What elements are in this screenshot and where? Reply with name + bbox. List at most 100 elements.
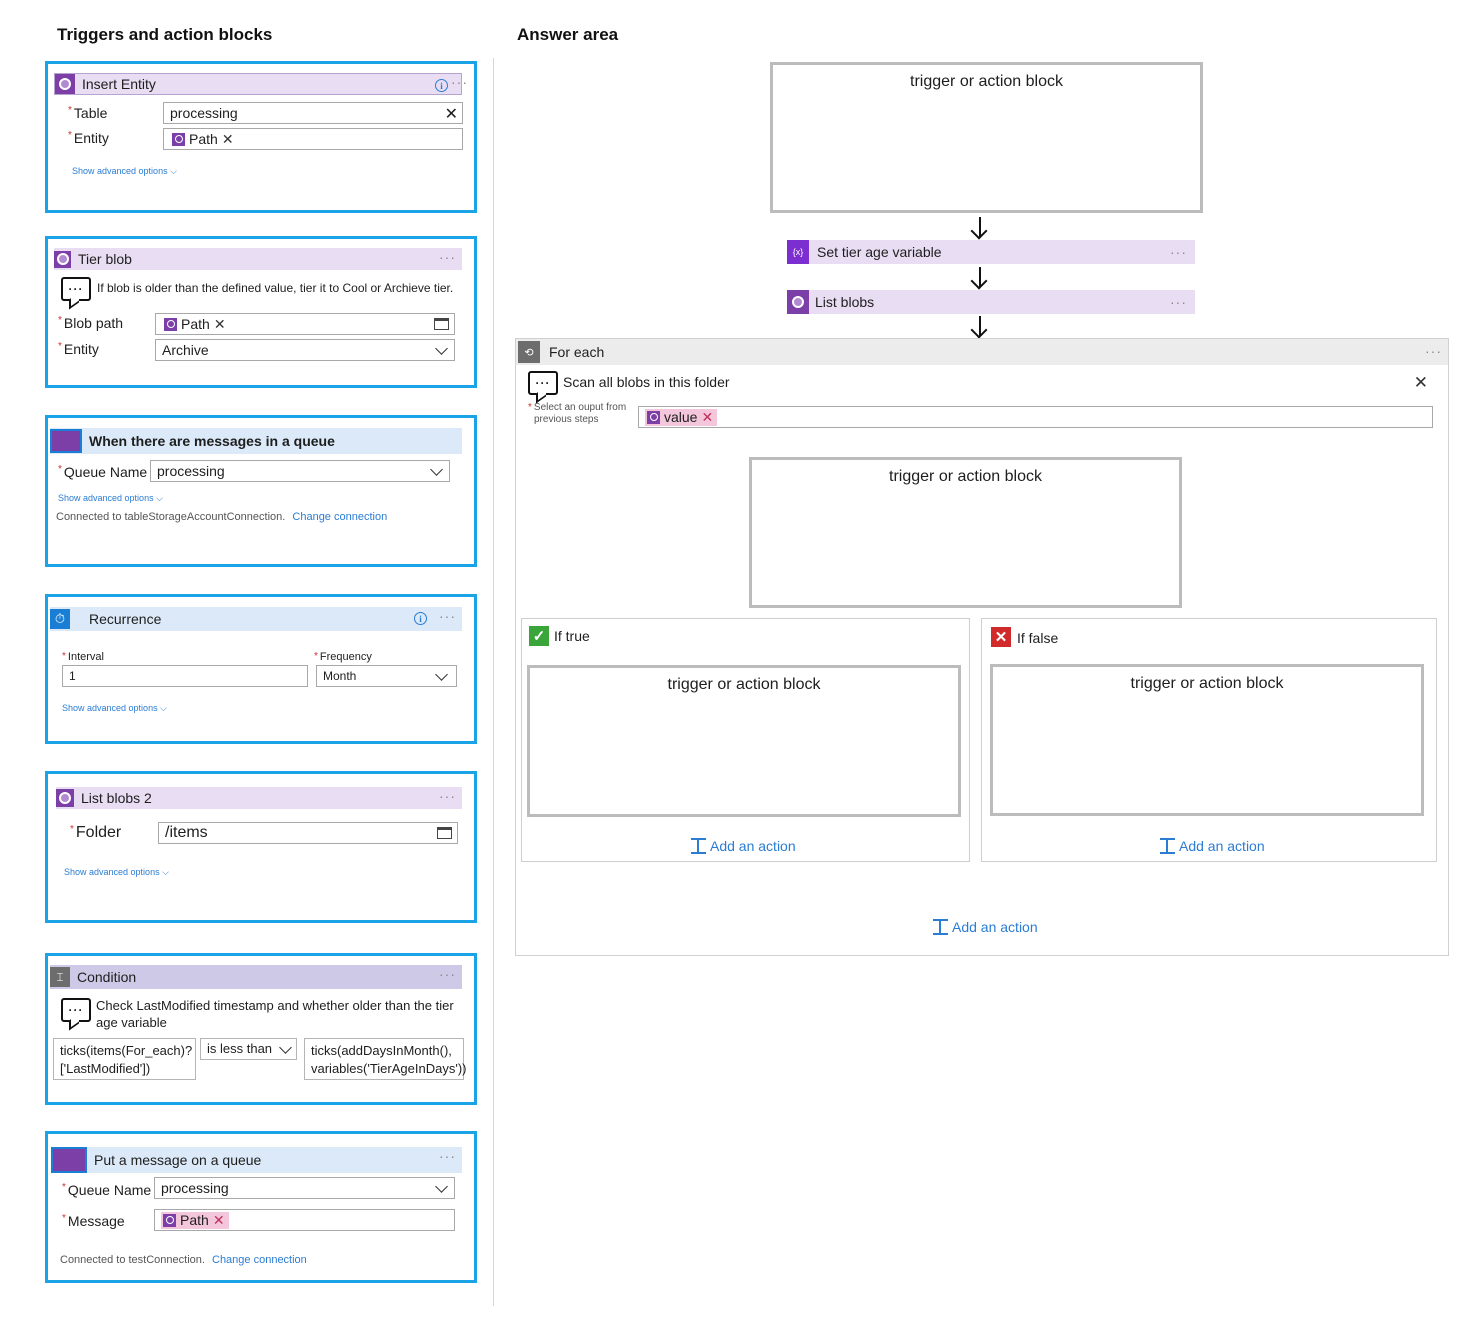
insert-entity-title: Insert Entity <box>82 76 156 92</box>
condition-card[interactable]: ⌶ Condition ··· ··· Check LastModified t… <box>45 953 477 1105</box>
blob-icon <box>787 290 809 314</box>
close-icon[interactable]: ✕ <box>444 106 458 123</box>
list-blobs-2-card[interactable]: List blobs 2 ··· *Folder /items Show adv… <box>45 771 477 923</box>
entity-field[interactable]: Path✕ <box>163 128 463 150</box>
if-true-branch[interactable]: ✓ If true trigger or action block Add an… <box>521 618 970 862</box>
close-icon[interactable]: ✕ <box>213 315 226 332</box>
show-advanced-options[interactable]: Show advanced options ⌵ <box>58 493 163 503</box>
queue-trigger-card[interactable]: When there are messages in a queue *Queu… <box>45 415 477 567</box>
answer-slot-1[interactable]: trigger or action block <box>770 62 1203 213</box>
interval-field[interactable]: 1 <box>62 665 308 687</box>
queue-name-label: Queue Name <box>67 1182 152 1198</box>
chevron-down-icon <box>435 668 448 681</box>
change-connection-link[interactable]: Change connection <box>212 1254 307 1266</box>
close-icon[interactable]: ✕ <box>1413 373 1428 392</box>
more-icon[interactable]: ··· <box>439 608 456 624</box>
chevron-down-icon <box>279 1041 292 1054</box>
blob-icon <box>54 250 71 268</box>
clock-icon: ⏱ <box>50 609 70 629</box>
recurrence-card[interactable]: ⏱ Recurrence i ··· *Interval 1 *Frequenc… <box>45 594 477 744</box>
condition-right-operand[interactable]: ticks(addDaysInMonth(), variables('TierA… <box>304 1038 466 1080</box>
blob-path-field[interactable]: Path✕ <box>155 313 455 335</box>
more-icon[interactable]: ··· <box>1425 343 1442 359</box>
comment-icon: ··· <box>61 277 91 301</box>
for-each-title: For each <box>549 344 605 360</box>
if-false-branch[interactable]: ✕ If false trigger or action block Add a… <box>981 618 1437 862</box>
table-value: processing <box>170 105 238 121</box>
variable-icon: {x} <box>787 240 809 264</box>
condition-operator-dropdown[interactable]: is less than <box>200 1038 297 1060</box>
add-action-icon <box>933 919 948 935</box>
more-icon[interactable]: ··· <box>1170 294 1187 310</box>
check-icon: ✓ <box>529 626 549 646</box>
message-field[interactable]: Path✕ <box>154 1209 455 1231</box>
more-icon[interactable]: ··· <box>1170 244 1187 260</box>
blob-icon <box>172 132 185 146</box>
set-tier-age-step[interactable]: {x} Set tier age variable ··· <box>787 240 1195 264</box>
for-each-header[interactable]: ⟲ For each ··· <box>516 339 1448 365</box>
add-action-button[interactable]: Add an action <box>691 838 796 854</box>
info-icon[interactable]: i <box>435 79 448 92</box>
folder-icon[interactable] <box>437 827 452 839</box>
add-action-icon <box>691 838 706 854</box>
show-advanced-options[interactable]: Show advanced options ⌵ <box>62 703 167 713</box>
more-icon[interactable]: ··· <box>439 249 456 265</box>
add-action-button[interactable]: Add an action <box>1160 838 1265 854</box>
blob-icon <box>56 789 74 807</box>
add-action-button[interactable]: Add an action <box>933 919 1038 935</box>
recurrence-header[interactable]: ⏱ Recurrence <box>50 607 462 631</box>
more-icon[interactable]: ··· <box>439 1148 456 1164</box>
close-icon[interactable]: ✕ <box>212 1211 225 1228</box>
close-icon[interactable]: ✕ <box>221 130 234 147</box>
flow-arrow <box>979 217 981 237</box>
condition-header[interactable]: ⌶ Condition <box>50 965 462 989</box>
folder-field[interactable]: /items <box>158 822 458 844</box>
close-icon[interactable]: ✕ <box>701 408 714 425</box>
path-token[interactable]: Path✕ <box>162 316 230 333</box>
frequency-label: Frequency <box>319 651 372 663</box>
more-icon[interactable]: ··· <box>451 74 468 90</box>
for-each-comment: Scan all blobs in this folder <box>563 374 730 390</box>
queue-name-dropdown[interactable]: processing <box>150 460 450 482</box>
table-field[interactable]: processing ✕ <box>163 102 463 124</box>
answer-slot-3[interactable]: trigger or action block <box>527 665 961 817</box>
answer-slot-2[interactable]: trigger or action block <box>749 457 1182 608</box>
tier-blob-card[interactable]: Tier blob ··· ··· If blob is older than … <box>45 236 477 388</box>
path-token[interactable]: Path✕ <box>170 131 238 148</box>
folder-icon[interactable] <box>434 318 449 330</box>
info-icon[interactable]: i <box>414 612 427 625</box>
insert-entity-card[interactable]: Insert Entity i ··· *Table processing ✕ … <box>45 61 477 213</box>
path-token[interactable]: Path✕ <box>161 1211 229 1229</box>
show-advanced-options[interactable]: Show advanced options ⌵ <box>72 166 177 176</box>
blob-icon <box>164 317 177 331</box>
folder-value: /items <box>165 824 208 841</box>
put-message-header[interactable]: Put a message on a queue <box>51 1147 462 1173</box>
answer-slot-4[interactable]: trigger or action block <box>990 664 1424 816</box>
list-blobs-2-header[interactable]: List blobs 2 <box>56 787 462 809</box>
condition-title: Condition <box>77 969 137 985</box>
more-icon[interactable]: ··· <box>439 788 456 804</box>
operator-value: is less than <box>207 1041 273 1056</box>
folder-label: Folder <box>75 824 122 841</box>
select-output-field[interactable]: value✕ <box>638 406 1433 428</box>
condition-left-operand[interactable]: ticks(items(For_each)?['LastModified']) <box>53 1038 196 1080</box>
for-each-container[interactable]: ⟲ For each ··· ··· Scan all blobs in thi… <box>515 338 1449 956</box>
put-message-title: Put a message on a queue <box>94 1152 262 1168</box>
change-connection-link[interactable]: Change connection <box>292 511 388 523</box>
queue-name-dropdown[interactable]: processing <box>154 1177 455 1199</box>
tier-blob-header[interactable]: Tier blob <box>54 248 462 270</box>
queue-trigger-header[interactable]: When there are messages in a queue <box>50 428 462 454</box>
condition-comment: Check LastModified timestamp and whether… <box>96 998 454 1030</box>
select-output-label-2: previous steps <box>534 414 599 425</box>
list-blobs-step[interactable]: List blobs ··· <box>787 290 1195 314</box>
insert-entity-header[interactable]: Insert Entity <box>54 73 462 95</box>
set-tier-age-title: Set tier age variable <box>817 244 942 260</box>
add-action-icon <box>1160 838 1175 854</box>
frequency-dropdown[interactable]: Month <box>316 665 457 687</box>
chevron-down-icon <box>430 463 443 476</box>
value-token[interactable]: value✕ <box>645 408 718 426</box>
put-message-card[interactable]: Put a message on a queue ··· *Queue Name… <box>45 1131 477 1283</box>
more-icon[interactable]: ··· <box>439 966 456 982</box>
show-advanced-options[interactable]: Show advanced options ⌵ <box>64 867 169 877</box>
entity-dropdown[interactable]: Archive <box>155 339 455 361</box>
